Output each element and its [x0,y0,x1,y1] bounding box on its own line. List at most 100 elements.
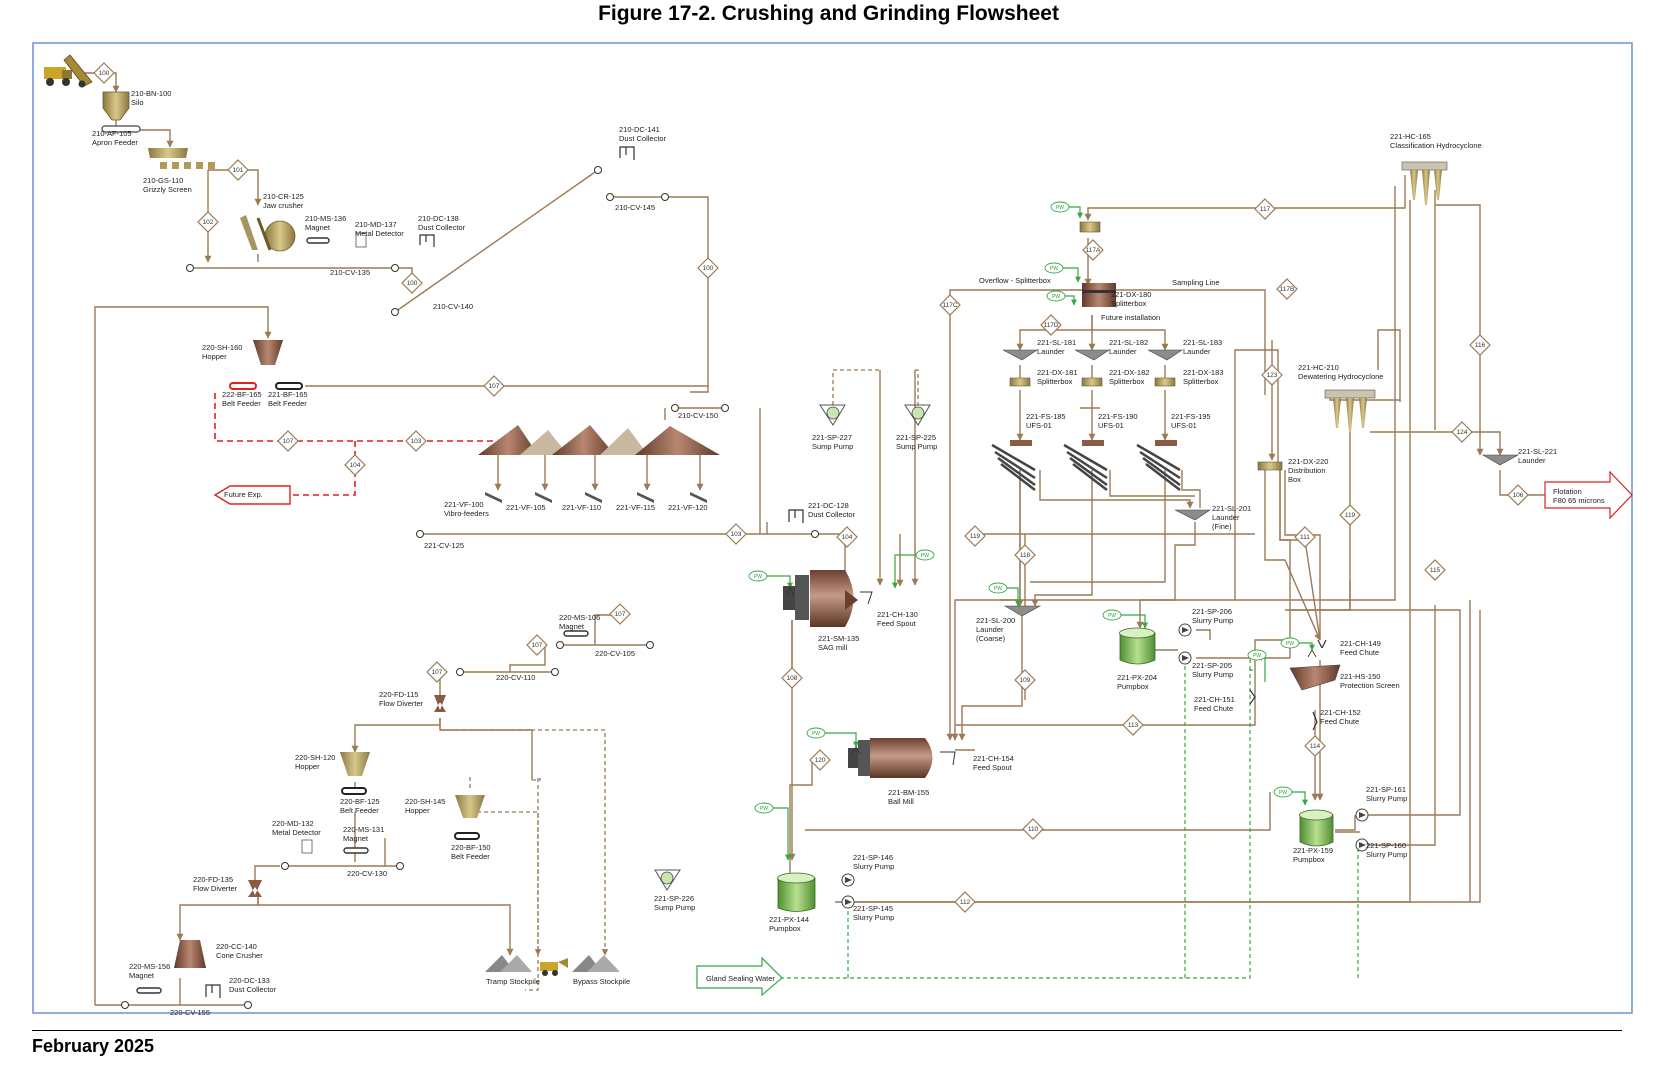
coarse-ore-stockpile-icon [478,425,720,455]
stream-diamond [227,159,249,181]
launders-181-183-icon [1002,349,1183,361]
label-cv105: 220-CV-105 [595,649,635,658]
belt-feeder-150-icon [454,832,480,840]
silo-icon [102,91,130,121]
pumpbox-159-icon [1299,809,1334,847]
stream-diamond [1507,484,1529,506]
bypass-stockpile-icon [572,955,620,972]
stream-number: 117B [1280,286,1295,293]
stream-diamond [964,525,986,547]
label-vf105: 221-VF-105 [506,503,546,512]
label-sampling: Sampling Line [1172,278,1220,287]
pw-oval [1046,290,1066,302]
stream-tag-s119a: 119 [964,525,986,547]
label-cv140: 210-CV-140 [433,302,473,311]
fine-screen-frames [1010,440,1177,446]
label-vf120: 221-VF-120 [668,503,708,512]
apron-feeder-icon [101,125,141,133]
magnet-106-icon [563,630,589,637]
stream-tag-s108: 108 [781,667,803,689]
stream-diamond [1122,714,1144,736]
pw-tag-11: PW [1247,649,1267,661]
pw-oval [754,802,774,814]
label-cv155: 220-CV-155 [170,1008,210,1017]
stream-number: 119 [970,533,981,540]
conveyor-pulleys [121,166,819,1009]
pw-oval [1050,201,1070,213]
spray-icons [785,587,1317,755]
stream-tag-s112: 112 [954,891,976,913]
tramp-stockpile-icon [485,955,532,972]
label-gsw: Gland Sealing Water [706,974,775,983]
stream-tag-s100c: 100 [697,257,719,279]
stream-number: 107 [489,383,500,390]
stream-diamond [809,749,831,771]
stream-diamond [1339,504,1361,526]
pw-text: PW [1108,613,1116,619]
figure-title: Figure 17-2. Crushing and Grinding Flows… [598,2,1059,25]
flow-diverter-135-icon [248,880,262,897]
stream-tag-s103b: 103 [725,523,747,545]
stream-number: 124 [1457,429,1468,436]
stream-diamond [1294,526,1316,548]
stream-number: 117 [1260,206,1271,213]
slurry-pump-145-icon [841,895,855,909]
pw-text: PW [994,586,1002,592]
hopper-145-icon [455,795,485,818]
ball-mill-icon [848,738,956,778]
sump-pump-226-icon [654,869,681,891]
stream-diamond [1022,818,1044,840]
stream-diamond [725,523,747,545]
launder-221-icon [1481,454,1520,466]
stream-diamond [1424,559,1446,581]
sump-lines [439,369,919,991]
stream-tag-s106: 106 [1507,484,1529,506]
stream-number: 100 [407,280,418,287]
stream-tag-s107d: 107 [526,634,548,656]
pumpbox-144-icon [777,872,816,912]
stream-tag-s102: 102 [197,211,219,233]
stream-diamond [277,430,299,452]
stream-tag-s100a: 100 [93,62,115,84]
stream-tag-s109: 109 [1014,669,1036,691]
pw-text: PW [1279,790,1287,796]
flotation-arrow [1544,470,1633,520]
pw-text: PW [760,806,768,812]
pw-text: PW [754,574,762,580]
stream-number: 101 [233,167,244,174]
pw-tag-4: PW [1102,609,1122,621]
stream-number: 104 [350,462,361,469]
stream-diamond [1276,278,1298,300]
label-bypass: Bypass Stockpile [573,977,630,986]
magnet-131-icon [343,847,369,854]
distribution-box-icon [1257,461,1283,471]
stream-number: 107 [432,669,443,676]
